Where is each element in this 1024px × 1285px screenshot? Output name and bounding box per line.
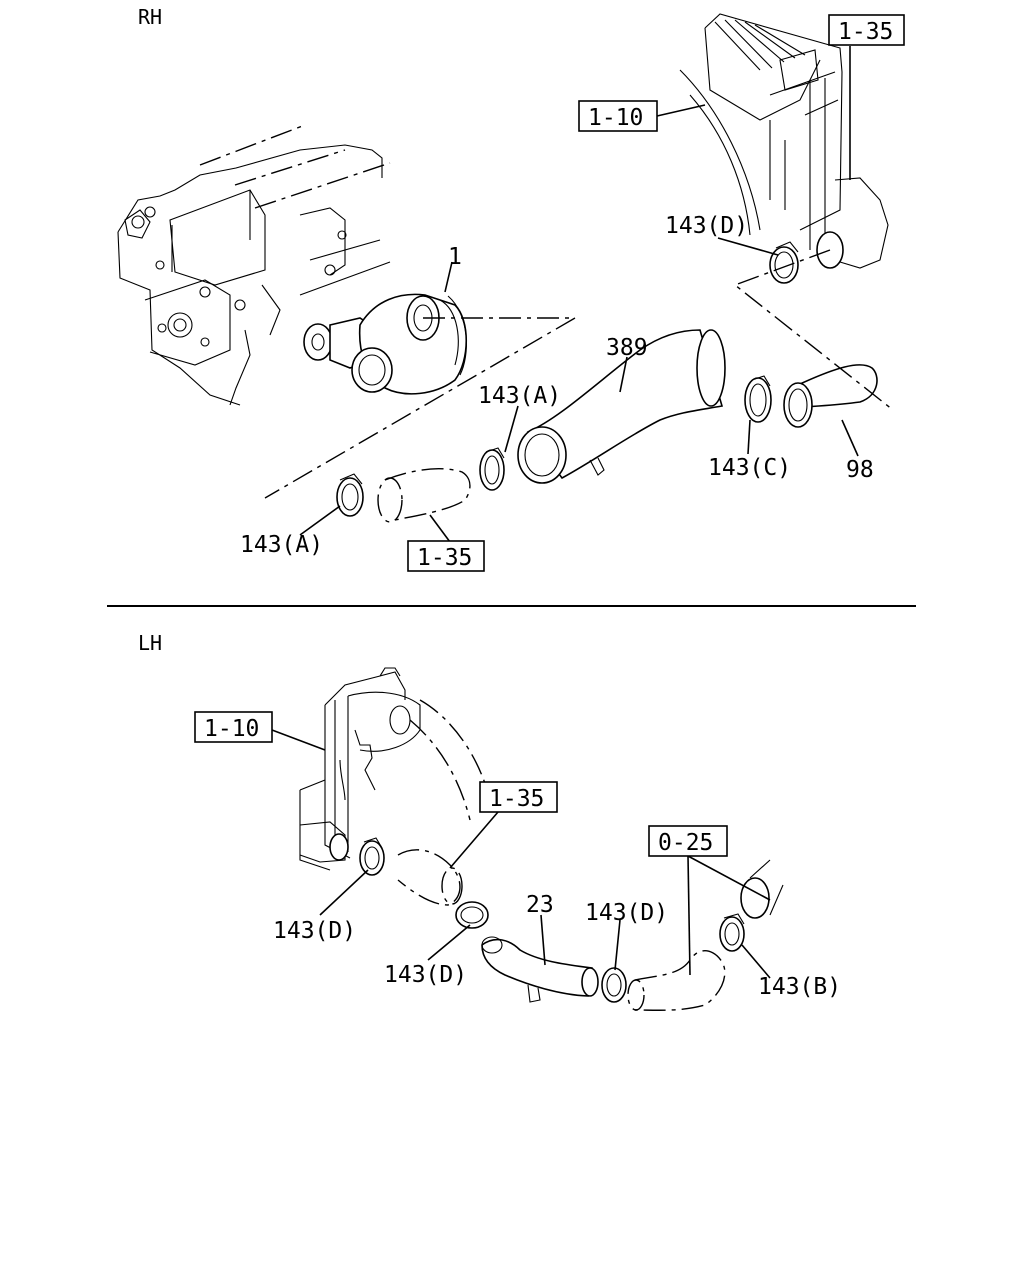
label-box-lh-1-35	[479, 781, 558, 813]
label-lh-143b: 143(B)	[758, 974, 841, 1000]
label-lh-143d-left: 143(D)	[273, 918, 356, 944]
hose-1-35-lh	[397, 849, 463, 906]
label-rh-143c: 143(C)	[708, 455, 791, 481]
label-lh-23: 23	[526, 892, 554, 918]
intercooler-lh	[299, 667, 491, 871]
label-lh-1-35: 1-35	[489, 786, 544, 812]
pipe-end-0-25	[740, 859, 784, 919]
label-rh-98: 98	[846, 457, 874, 483]
label-rh-1-10: 1-10	[588, 105, 643, 131]
label-box-rh-1-35-bottom	[407, 540, 485, 572]
clamp-143c	[744, 375, 772, 423]
clamp-143b	[719, 913, 745, 952]
hose-0-25	[627, 950, 726, 1011]
label-lh-1-10: 1-10	[204, 716, 259, 742]
label-lh-0-25: 0-25	[658, 830, 713, 856]
label-rh-143d: 143(D)	[665, 213, 748, 239]
label-box-lh-1-10	[194, 711, 273, 743]
pipe-389	[517, 329, 726, 484]
clamp-143d-rh	[769, 241, 799, 284]
clamp-143a-upper	[479, 447, 505, 491]
clamp-143d-lh-right	[601, 967, 627, 1003]
lh-section-label: LH	[138, 631, 162, 655]
label-rh-389: 389	[606, 335, 648, 361]
rh-centerline-intercooler	[733, 249, 894, 411]
label-lh-143d-right: 143(D)	[585, 900, 668, 926]
label-box-lh-0-25	[648, 825, 728, 857]
label-box-rh-1-35-top	[828, 14, 905, 46]
rh-leaders	[299, 46, 859, 543]
intercooler-rh	[679, 13, 889, 269]
rh-centerline-turbo	[264, 317, 578, 499]
clamp-143a-lower	[336, 473, 364, 517]
label-rh-1-35-bottom: 1-35	[417, 545, 472, 571]
label-box-rh-1-10	[578, 100, 658, 132]
label-rh-143a-lower: 143(A)	[240, 532, 323, 558]
hose-1-35-rh	[377, 468, 471, 523]
rh-section-label: RH	[138, 5, 162, 29]
engine-block	[117, 124, 391, 406]
label-rh-1-35-top: 1-35	[838, 19, 893, 45]
turbocharger	[303, 293, 468, 395]
clamp-143d-lh-left	[359, 837, 385, 876]
clamp-143d-lh-middle	[455, 901, 489, 929]
label-rh-1: 1	[448, 244, 462, 270]
lh-leaders	[271, 729, 771, 979]
label-lh-143d-bottom: 143(D)	[384, 962, 467, 988]
label-rh-143a-upper: 143(A)	[478, 383, 561, 409]
pipe-23	[481, 936, 599, 1003]
hose-98	[783, 364, 878, 428]
